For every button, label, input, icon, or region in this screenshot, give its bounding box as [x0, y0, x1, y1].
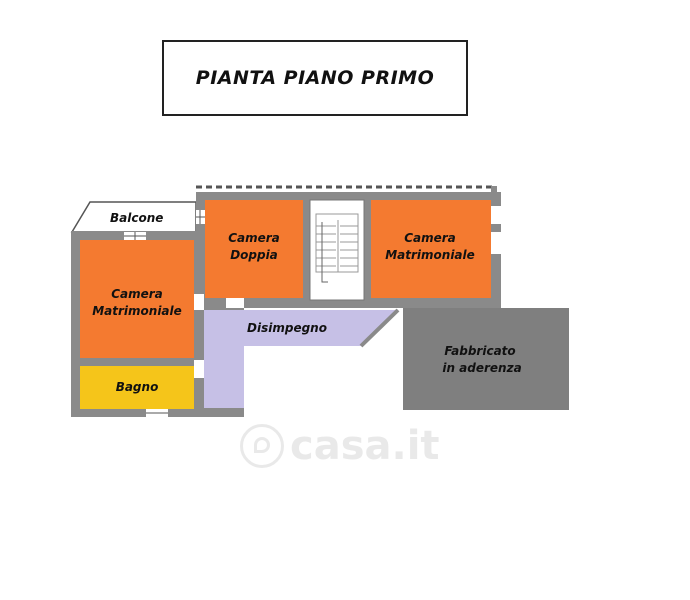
label-balcone: Balcone: [110, 211, 163, 225]
room-disimpegno: [204, 310, 398, 408]
plan-title: PIANTA PIANO PRIMO: [195, 67, 435, 89]
adjacent-building: [403, 308, 569, 410]
label-camera-matrimoniale-left-1: Camera: [111, 287, 163, 301]
label-fabbricato-2: in aderenza: [442, 361, 521, 375]
room-bagno: [80, 366, 194, 409]
watermark: casa.it: [240, 418, 460, 474]
hallway-angled-wall: [359, 308, 400, 348]
label-camera-matrimoniale-right-1: Camera: [404, 231, 456, 245]
plan-title-box: PIANTA PIANO PRIMO: [162, 40, 468, 116]
window-marks: [124, 210, 205, 414]
label-camera-doppia-1: Camera: [228, 231, 280, 245]
room-camera-matrimoniale-right: [371, 200, 491, 298]
label-camera-doppia-2: Doppia: [230, 248, 278, 262]
label-camera-matrimoniale-right-2: Matrimoniale: [385, 248, 475, 262]
stair-arrow-icon: [321, 222, 328, 283]
label-bagno: Bagno: [116, 380, 159, 394]
watermark-text: casa.it: [290, 423, 440, 469]
label-disimpegno: Disimpegno: [247, 321, 327, 335]
label-fabbricato-1: Fabbricato: [444, 344, 515, 358]
label-camera-matrimoniale-left-2: Matrimoniale: [92, 304, 182, 318]
stair-treads: [315, 213, 359, 273]
casa-logo-icon: [240, 424, 284, 468]
room-camera-doppia: [205, 200, 303, 298]
room-camera-matrimoniale-left: [80, 240, 194, 358]
